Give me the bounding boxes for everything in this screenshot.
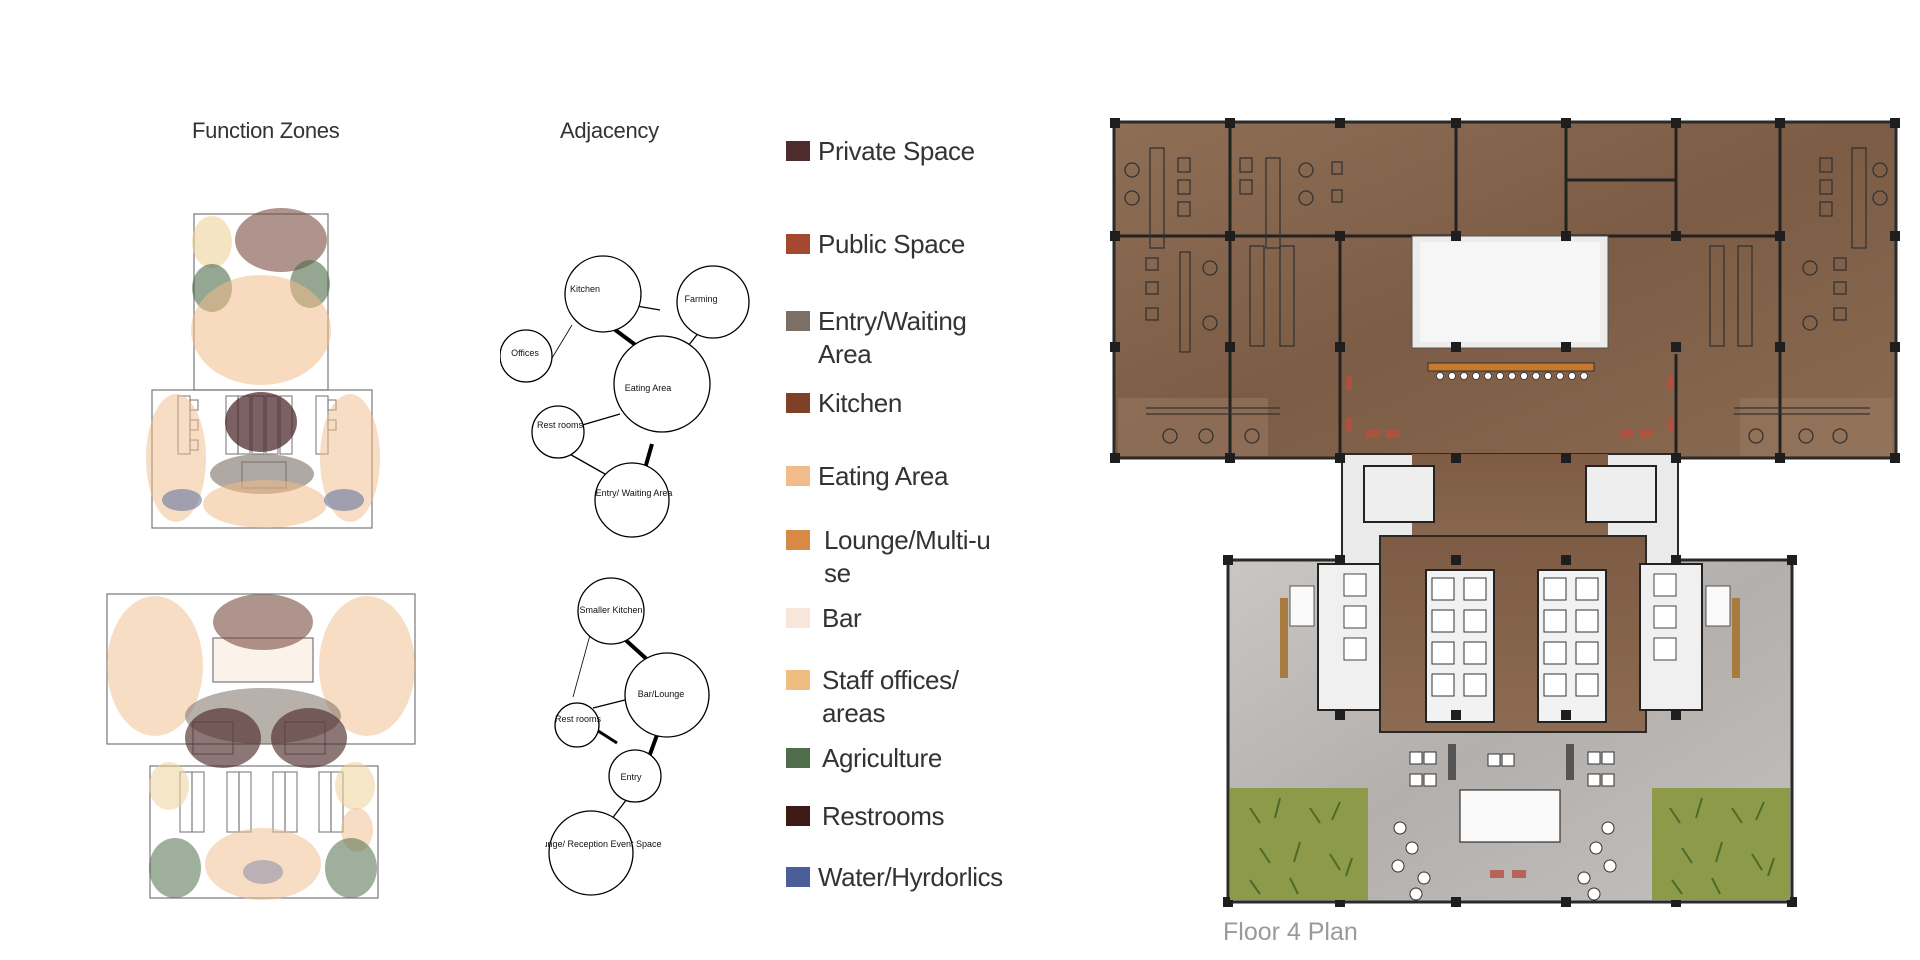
legend-item-staff-offices: Staff offices/ areas bbox=[786, 664, 982, 730]
legend-item-bar: Bar bbox=[786, 602, 1022, 635]
legend-swatch bbox=[786, 748, 810, 768]
floor-plan-caption: Floor 4 Plan bbox=[1223, 918, 1358, 946]
adjacency-node-offices bbox=[500, 329, 553, 383]
legend-label: Private Space bbox=[818, 136, 975, 166]
adjacency-diagram-lower: Smaller Kitchen Bar/Lounge Rest rooms En… bbox=[545, 577, 710, 896]
legend-swatch bbox=[786, 530, 810, 550]
floor-4-plan bbox=[1110, 118, 1900, 907]
legend-swatch bbox=[786, 806, 810, 826]
legend-label: Lounge/Multi-use bbox=[824, 525, 991, 588]
legend-item-public-space: Public Space bbox=[786, 228, 1018, 261]
legend-swatch bbox=[786, 311, 810, 331]
legend-swatch bbox=[786, 466, 810, 486]
adjacency-node-farming bbox=[676, 265, 750, 339]
function-zones-lower bbox=[106, 593, 416, 900]
legend-label: Public Space bbox=[818, 229, 965, 259]
adjacency-label-entry: Entry bbox=[620, 772, 642, 782]
legend-label: Agriculture bbox=[822, 743, 942, 773]
adjacency-node-rest-rooms bbox=[531, 405, 585, 459]
function-zones-upper bbox=[146, 208, 380, 529]
adjacency-label-bar-lounge: Bar/Lounge bbox=[638, 689, 685, 699]
legend-swatch bbox=[786, 141, 810, 161]
adjacency-label-smaller-kitchen: Smaller Kitchen bbox=[579, 605, 642, 615]
adjacency-label-offices: Offices bbox=[511, 348, 539, 358]
adjacency-node-rest-rooms-lower bbox=[554, 702, 600, 748]
legend-swatch bbox=[786, 670, 810, 690]
legend-label: Bar bbox=[822, 603, 862, 633]
adjacency-label-rest-rooms: Rest rooms bbox=[537, 420, 584, 430]
adjacency-label-eating-area: Eating Area bbox=[625, 383, 672, 393]
legend-swatch bbox=[786, 234, 810, 254]
function-zones-title: Function Zones bbox=[192, 118, 340, 143]
adjacency-node-lounge-reception bbox=[548, 810, 634, 896]
adjacency-node-eating-area bbox=[613, 335, 711, 433]
adjacency-node-entry-waiting-area bbox=[594, 462, 670, 538]
adjacency-node-entry bbox=[608, 749, 662, 803]
garden-left bbox=[1230, 788, 1368, 900]
legend-item-agriculture: Agriculture bbox=[786, 742, 1022, 775]
legend-item-kitchen: Kitchen bbox=[786, 387, 1018, 420]
legend-label: Staff offices/ areas bbox=[822, 665, 959, 728]
legend-label: Water/Hyrdorlics bbox=[818, 862, 1003, 892]
legend-item-private-space: Private Space bbox=[786, 135, 1018, 168]
adjacency-node-bar-lounge bbox=[624, 652, 710, 738]
adjacency-label-kitchen: Kitchen bbox=[570, 284, 600, 294]
legend-swatch bbox=[786, 393, 810, 413]
legend-label: Entry/Waiting Area bbox=[818, 306, 967, 369]
legend-item-lounge-multi-use: Lounge/Multi-use bbox=[786, 524, 996, 590]
legend-label: Eating Area bbox=[818, 461, 949, 491]
adjacency-label-entry-waiting: Entry/ Waiting Area bbox=[596, 488, 673, 498]
adjacency-node-kitchen bbox=[564, 255, 642, 333]
adjacency-diagram-upper: Kitchen Farming Offices Eating Area Rest… bbox=[500, 255, 750, 538]
legend-label: Restrooms bbox=[822, 801, 945, 831]
legend-item-restrooms: Restrooms bbox=[786, 800, 1022, 833]
adjacency-node-smaller-kitchen bbox=[577, 577, 645, 645]
legend-item-eating-area: Eating Area bbox=[786, 460, 1018, 493]
adjacency-label-farming: Farming bbox=[684, 294, 717, 304]
legend-label: Kitchen bbox=[818, 388, 902, 418]
legend-item-water: Water/Hyrdorlics bbox=[786, 861, 1048, 894]
garden-right bbox=[1652, 788, 1790, 900]
adjacency-label-rest-rooms-lower: Rest rooms bbox=[555, 714, 602, 724]
adjacency-label-lounge-reception: Lounge/ Reception Event Space bbox=[545, 839, 662, 849]
legend-swatch bbox=[786, 867, 810, 887]
adjacency-title: Adjacency bbox=[560, 118, 659, 143]
legend-item-entry-waiting-area: Entry/Waiting Area bbox=[786, 305, 978, 371]
legend-swatch bbox=[786, 608, 810, 628]
